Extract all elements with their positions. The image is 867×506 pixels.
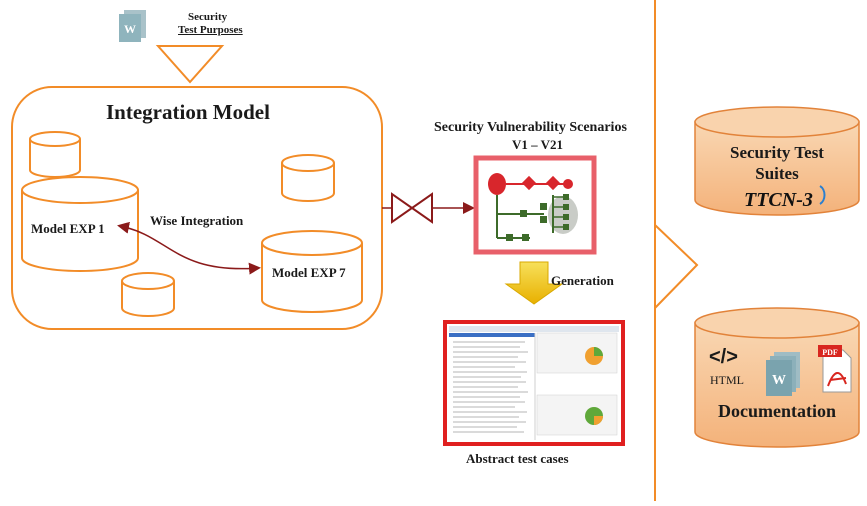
bowtie-valve-right bbox=[410, 192, 433, 224]
security-test-label: Security Test bbox=[730, 143, 824, 162]
cylinder-security-test-suites bbox=[694, 106, 860, 216]
suites-label: Suites bbox=[755, 164, 799, 183]
word-document-icon: W bbox=[119, 10, 146, 42]
wise-integration-label: Wise Integration bbox=[150, 213, 244, 228]
code-symbol: </> bbox=[709, 346, 738, 368]
pdf-icon: PDF bbox=[818, 345, 852, 393]
generation-arrow bbox=[504, 261, 564, 305]
svg-text:W: W bbox=[772, 373, 786, 388]
abstract-test-cases-screenshot bbox=[443, 320, 625, 446]
svg-text:PDF: PDF bbox=[822, 348, 838, 357]
cylinder-small-bottom bbox=[121, 272, 175, 317]
ttcn3-logo: TTCN-3 bbox=[744, 185, 826, 211]
scenarios-range: V1 – V21 bbox=[512, 137, 564, 152]
integration-model-title: Integration Model bbox=[106, 100, 270, 124]
cylinder-small-topleft bbox=[29, 131, 81, 178]
html-label: HTML bbox=[710, 373, 744, 387]
wise-integration-arrow bbox=[117, 221, 261, 275]
bowtie-valve bbox=[391, 192, 414, 224]
cylinder-model-exp7 bbox=[261, 230, 363, 313]
svg-text:W: W bbox=[124, 22, 136, 36]
separator-chevron bbox=[654, 224, 699, 309]
cylinder-small-topright bbox=[281, 154, 335, 202]
security-label: Security bbox=[188, 11, 228, 23]
ttcn3-logo-text: TTCN-3 bbox=[744, 189, 813, 211]
input-triangle bbox=[155, 45, 225, 84]
scenario-diagram bbox=[473, 155, 597, 255]
model-exp7-label: Model EXP 7 bbox=[272, 265, 346, 280]
generation-label: Generation bbox=[551, 273, 614, 288]
abstract-test-cases-label: Abstract test cases bbox=[466, 451, 569, 466]
documentation-label: Documentation bbox=[718, 401, 836, 421]
test-purposes-label: Test Purposes bbox=[178, 24, 243, 36]
scenarios-title: Security Vulnerability Scenarios bbox=[434, 120, 627, 135]
model-exp1-label: Model EXP 1 bbox=[31, 221, 105, 236]
word-docs-icon: W bbox=[766, 352, 800, 396]
